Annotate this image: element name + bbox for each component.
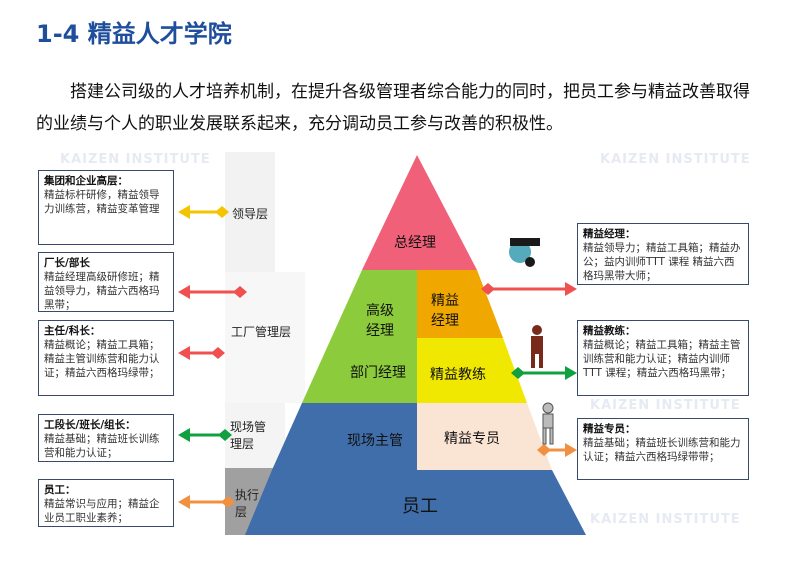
watermark: KAIZEN INSTITUTE [590,512,741,527]
layer-middle-left [302,270,417,403]
layer-staff [245,470,586,535]
level-label-exec: 执行层 [235,488,260,519]
pyramid-senior: 高级经理 [366,303,394,339]
box-title: 工段长/班长/组长： [44,419,136,431]
arrow-factory-2 [178,346,225,360]
level-bg-leader [225,152,275,272]
box-text: 精益经理高级研修班；精益领导力，精益六西格玛黑带； [44,271,160,311]
box-text: 精益概论；精益工具箱；精益主管训练营和能力认证；精益六西格玛绿带； [44,339,160,379]
pyramid-onsite: 现场主管 [347,433,403,449]
box-title: 精益经理： [583,228,636,240]
box-title: 集团和企业高层： [44,175,128,187]
box-title: 精益教练： [583,325,636,337]
box-text: 精益标杆研修，精益领导力训练营，精益变革管理 [44,189,160,215]
left-box-section: 主任/科长： 精益概论；精益工具箱；精益主管训练营和能力认证；精益六西格玛绿带； [38,320,174,396]
box-title: 厂长/部长 [44,257,90,269]
level-label-leader: 领导层 [232,207,269,221]
level-label-site: 现场管理层 [230,420,267,451]
figure-skeleton-icon [542,402,554,445]
arrow-leader [178,205,229,219]
pyramid-top: 总经理 [394,235,436,251]
layer-specialist [417,403,552,470]
watermark: KAIZEN INSTITUTE [600,152,751,167]
box-text: 精益基础；精益班长训练营和能力认证； [44,433,160,459]
box-text: 精益领导力；精益工具箱；精益办公；益内训师TTT 课程 精益六西格玛黑带大师； [583,242,741,282]
layer-lean-manager [417,270,503,338]
intro-text: 搭建公司级的人才培养机制，在提升各级管理者综合能力的同时，把员工参与精益改善取得… [36,82,750,134]
box-title: 主任/科长： [44,325,101,337]
box-text: 精益概论；精益工具箱；精益主管训练营和能力认证；精益内训师TTT 课程；精益六西… [583,339,741,379]
figure-muscle-icon [531,325,543,368]
right-box-coach: 精益教练： 精益概论；精益工具箱；精益主管训练营和能力认证；精益内训师TTT 课程… [577,320,749,396]
pyramid-specialist: 精益专员 [444,431,500,447]
right-box-specialist: 精益专员： 精益基础；精益班长训练营和能力认证；精益六西格玛绿带带； [577,418,749,480]
box-title: 员工： [44,484,76,496]
box-title: 精益专员： [583,423,636,435]
pyramid-dept: 部门经理 [350,365,406,381]
right-box-lean-manager: 精益经理： 精益领导力；精益工具箱；精益办公；益内训师TTT 课程 精益六西格玛黑… [577,223,749,285]
pyramid-staff: 员工 [402,496,438,517]
level-bg-site [225,403,285,468]
level-label-factory: 工厂管理层 [231,325,292,339]
left-box-factory: 厂长/部长精益经理高级研修班；精益领导力，精益六西格玛黑带； [38,252,174,312]
arrow-specialist [537,443,577,457]
arrow-lean-manager [481,282,577,296]
page-title: 1-4 精益人才学院 [36,20,232,48]
arrow-factory-1 [178,285,247,299]
left-box-team: 工段长/班长/组长： 精益基础；精益班长训练营和能力认证； [38,414,174,462]
layer-top [362,155,477,270]
box-text: 精益常识与应用；精益企业员工职业素养； [44,498,160,524]
watermark: KAIZEN INSTITUTE [60,152,211,167]
pyramid-coach: 精益教练 [430,367,486,383]
arrow-exec [178,495,235,509]
pyramid-lean-manager: 精益经理 [431,293,459,329]
layer-coach [417,338,527,403]
left-box-staff: 员工： 精益常识与应用；精益企业员工职业素养； [38,479,174,527]
arrow-site [178,428,232,442]
layer-onsite [272,403,417,470]
box-text: 精益基础；精益班长训练营和能力认证；精益六西格玛绿带带； [583,437,741,463]
left-box-leader: 集团和企业高层： 精益标杆研修，精益领导力训练营，精益变革管理 [38,170,174,245]
watermark: KAIZEN INSTITUTE [590,398,741,413]
figure-gears-icon [509,238,540,267]
arrow-coach [511,366,577,380]
